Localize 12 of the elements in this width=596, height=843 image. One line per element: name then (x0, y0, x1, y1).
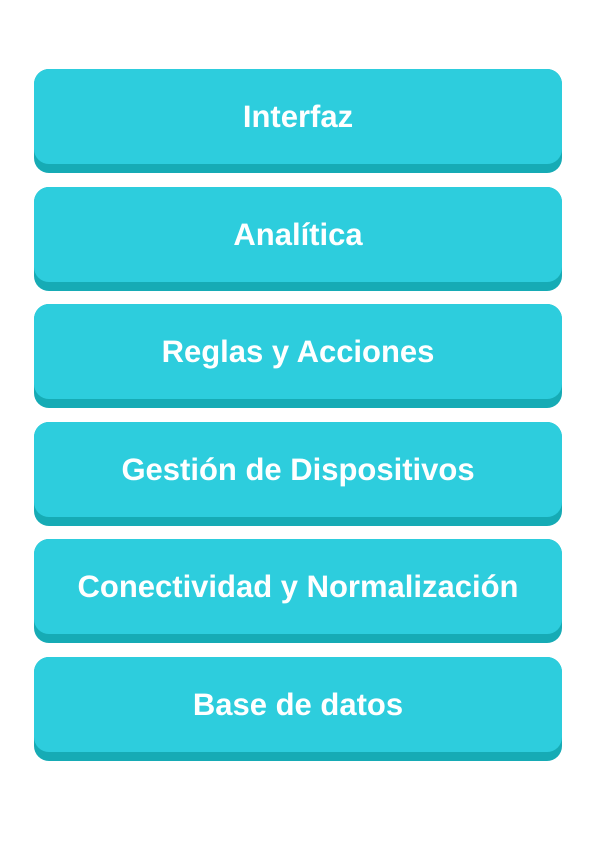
layer-box (34, 304, 562, 408)
layer-label: Gestión de Dispositivos (120, 452, 476, 488)
layer-box (34, 539, 562, 643)
layer-label: Reglas y Acciones (160, 334, 436, 370)
layer-box (34, 422, 562, 526)
layer-label: Analítica (232, 216, 364, 252)
layer-box (34, 657, 562, 761)
layer-label: Base de datos (192, 686, 404, 722)
layer-box (34, 187, 562, 291)
layer-label: Conectividad y Normalización (76, 568, 520, 604)
layer-box (34, 69, 562, 173)
layer-label: Interfaz (242, 98, 354, 134)
